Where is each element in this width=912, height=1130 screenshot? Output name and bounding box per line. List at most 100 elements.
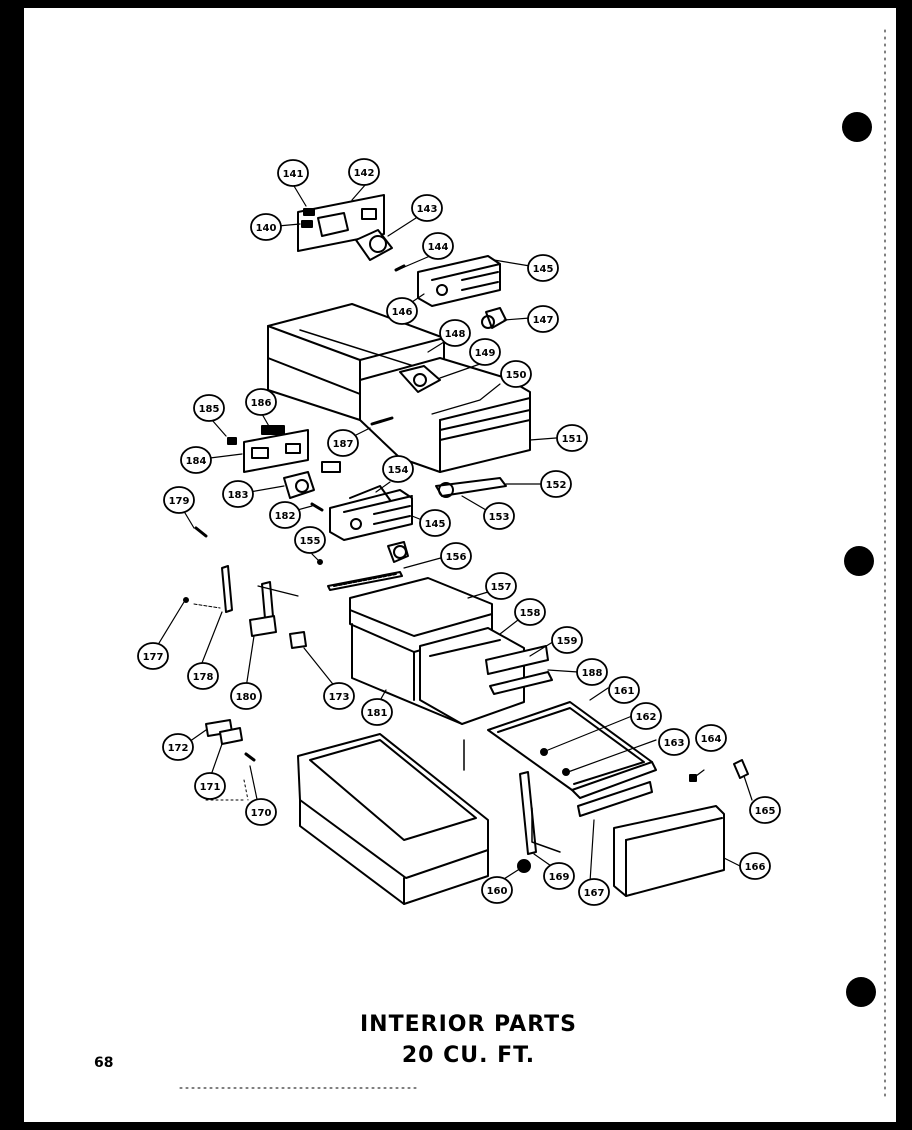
callout-170: 170 (245, 798, 277, 826)
svg-text:159: 159 (557, 636, 578, 647)
callout-184: 184 (180, 446, 212, 474)
svg-text:180: 180 (236, 692, 257, 703)
callout-143: 143 (411, 194, 443, 222)
svg-text:183: 183 (228, 490, 249, 501)
svg-text:173: 173 (329, 692, 350, 703)
callout-187: 187 (327, 429, 359, 457)
callout-145b: 145 (419, 509, 451, 537)
svg-text:177: 177 (143, 652, 164, 663)
crisper-drawer (349, 577, 553, 725)
svg-text:154: 154 (388, 465, 409, 476)
svg-text:179: 179 (169, 496, 190, 507)
diagram-subtitle: 20 CU. FT. (401, 1043, 536, 1068)
svg-text:164: 164 (701, 734, 722, 745)
svg-text:169: 169 (549, 872, 570, 883)
svg-text:184: 184 (186, 456, 207, 467)
svg-text:186: 186 (251, 398, 272, 409)
svg-text:153: 153 (489, 512, 510, 523)
svg-text:144: 144 (428, 242, 449, 253)
shelf-bracket-parts (183, 565, 307, 649)
drawer-front (613, 805, 725, 897)
svg-text:145: 145 (425, 519, 446, 530)
svg-text:166: 166 (745, 862, 766, 873)
callout-146: 146 (386, 297, 418, 325)
callout-171: 171 (194, 772, 226, 800)
svg-text:171: 171 (200, 782, 221, 793)
callout-157: 157 (485, 572, 517, 600)
callout-153: 153 (483, 502, 515, 530)
callout-183: 183 (222, 480, 254, 508)
small-parts-lower-left (205, 719, 256, 801)
callout-158: 158 (514, 598, 546, 626)
binder-hole-top (842, 112, 872, 142)
binder-hole-bottom (846, 977, 876, 1007)
callout-142: 142 (348, 158, 380, 186)
svg-text:152: 152 (546, 480, 567, 491)
callout-labels: 141 142 140 143 144 145 146 147 148 149 … (137, 158, 781, 906)
bottom-pan (297, 733, 489, 905)
svg-text:165: 165 (755, 806, 776, 817)
binder-hole-middle (844, 546, 874, 576)
svg-text:161: 161 (614, 686, 635, 697)
svg-text:156: 156 (446, 552, 467, 563)
svg-text:151: 151 (562, 434, 583, 445)
callout-152: 152 (540, 470, 572, 498)
svg-text:141: 141 (283, 169, 304, 180)
callout-161: 161 (608, 676, 640, 704)
svg-text:148: 148 (445, 329, 466, 340)
callout-162b: 162 (630, 702, 662, 730)
svg-text:160: 160 (487, 886, 508, 897)
callout-140: 140 (250, 213, 282, 241)
callout-148: 148 (439, 319, 471, 347)
callout-185: 185 (193, 394, 225, 422)
svg-text:158: 158 (520, 608, 541, 619)
callout-155: 155 (294, 526, 326, 554)
callout-181: 181 (361, 698, 393, 726)
svg-text:188: 188 (582, 668, 603, 679)
callout-154: 154 (382, 455, 414, 483)
svg-text:167: 167 (584, 888, 605, 899)
svg-text:142: 142 (354, 168, 375, 179)
svg-text:143: 143 (417, 204, 438, 215)
callout-180: 180 (230, 682, 262, 710)
callout-188: 188 (576, 658, 608, 686)
svg-text:163: 163 (664, 738, 685, 749)
svg-text:149: 149 (475, 348, 496, 359)
callout-150: 150 (500, 360, 532, 388)
svg-text:155: 155 (300, 536, 321, 547)
svg-text:181: 181 (367, 708, 388, 719)
callout-166: 166 (739, 852, 771, 880)
page-number: 68 (94, 1055, 114, 1071)
svg-text:157: 157 (491, 582, 512, 593)
svg-text:182: 182 (275, 511, 296, 522)
callout-167: 167 (578, 878, 610, 906)
callout-179: 179 (163, 486, 195, 514)
callout-169: 169 (543, 862, 575, 890)
meat-keeper-drawer (267, 303, 531, 473)
svg-text:172: 172 (168, 743, 189, 754)
callout-156: 156 (440, 542, 472, 570)
callout-160: 160 (481, 876, 513, 904)
callout-163: 163 (658, 728, 690, 756)
svg-text:162: 162 (636, 712, 657, 723)
svg-text:150: 150 (506, 370, 527, 381)
callout-149: 149 (469, 338, 501, 366)
callout-173: 173 (323, 682, 355, 710)
svg-text:178: 178 (193, 672, 214, 683)
svg-text:185: 185 (199, 404, 220, 415)
callout-159: 159 (551, 626, 583, 654)
callout-147: 147 (527, 305, 559, 333)
callout-141: 141 (277, 159, 309, 187)
diagram-title: INTERIOR PARTS (360, 1012, 577, 1037)
callout-178: 178 (187, 662, 219, 690)
callout-186: 186 (245, 388, 277, 416)
control-panel-middle (194, 425, 507, 591)
crisper-cover-shelf (463, 701, 749, 873)
svg-text:147: 147 (533, 315, 554, 326)
svg-text:145: 145 (533, 264, 554, 275)
svg-text:140: 140 (256, 223, 277, 234)
callout-145a: 145 (527, 254, 559, 282)
callout-144: 144 (422, 232, 454, 260)
